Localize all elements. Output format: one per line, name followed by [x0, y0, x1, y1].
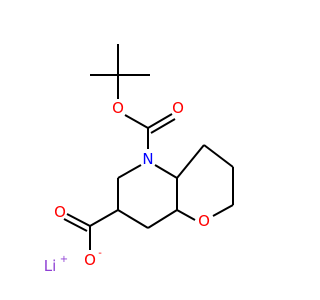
- charge-label-anionic-oxygen: -: [98, 248, 102, 259]
- bond-c3a-to-c3: [176, 144, 205, 179]
- atom-label-lithium: Li: [44, 257, 57, 275]
- bond-c1-to-o-ring: [212, 204, 234, 217]
- chemical-structure-diagram: O O N O O O - Li +: [44, 44, 234, 275]
- bond-ester-o-to-carbonyl: [124, 114, 149, 129]
- atom-label-boc-ester-o: O: [112, 99, 124, 117]
- atom-label-boc-carbonyl-o: O: [172, 99, 184, 117]
- bond-c7-to-c7a: [147, 209, 178, 229]
- bond-o-ring-to-c7a: [176, 209, 196, 221]
- bond-carboxyl-double-b: [63, 218, 88, 232]
- atom-label-nitrogen: N: [142, 150, 153, 168]
- bond-boc-carbonyl-double-b: [150, 118, 176, 134]
- bond-boc-carbonyl-double-a: [147, 113, 173, 129]
- bond-n-to-c-left: [117, 164, 142, 179]
- atom-label-acid-carbonyl-o: O: [54, 203, 66, 221]
- atom-label-anionic-oxygen: O: [84, 251, 96, 269]
- bond-c3-to-c2: [203, 144, 234, 168]
- bond-carboxyl-double-a: [66, 213, 91, 227]
- charge-label-lithium: +: [60, 254, 68, 265]
- structure-canvas: O O N O O O - Li +: [43, 44, 234, 275]
- bond-n-to-c3a: [154, 164, 178, 179]
- atom-label-ring-oxygen: O: [198, 212, 210, 230]
- bond-c6-to-carboxyl: [89, 209, 119, 227]
- bond-c6-to-c7: [117, 209, 149, 229]
